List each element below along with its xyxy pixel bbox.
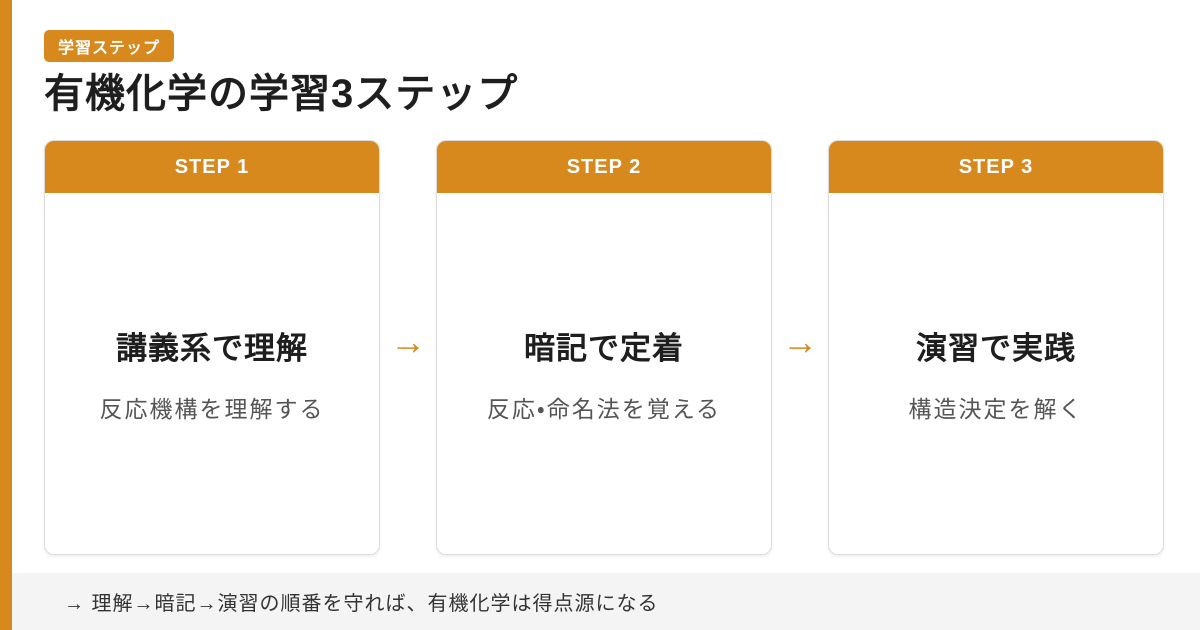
arrow-box: → (380, 140, 436, 555)
page-title: 有機化学の学習3ステップ (44, 72, 519, 116)
step-card-2: STEP 2 暗記で定着 反応・命名法を覚える (436, 140, 772, 555)
step-subtitle: 反応機構を理解する (99, 396, 325, 422)
category-badge: 学習ステップ (44, 30, 175, 62)
step-subtitle: 構造決定を解く (908, 396, 1084, 422)
step-card-2-body: 暗記で定着 反応・命名法を覚える (437, 193, 771, 554)
step-card-3-body: 演習で実践 構造決定を解く (829, 193, 1163, 554)
step-card-3-header: STEP 3 (829, 141, 1163, 193)
arrow-box: → (772, 140, 828, 555)
arrow-right-icon: → (390, 320, 426, 362)
summary-text: → 理解→暗記→演習の順番を守れば、有機化学は得点源になる (64, 593, 659, 615)
step-title: 演習で実践 (916, 331, 1076, 366)
step-card-1-header: STEP 1 (45, 141, 379, 193)
step-title: 講義系で理解 (116, 331, 308, 366)
step-card-3: STEP 3 演習で実践 構造決定を解く (828, 140, 1164, 555)
step-title: 暗記で定着 (524, 331, 684, 366)
left-accent-bar (0, 0, 12, 630)
step-card-1-body: 講義系で理解 反応機構を理解する (45, 193, 379, 554)
step-subtitle: 反応・命名法を覚える (486, 396, 722, 422)
arrow-right-icon: → (782, 320, 818, 362)
step-card-2-header: STEP 2 (437, 141, 771, 193)
summary-bar: → 理解→暗記→演習の順番を守れば、有機化学は得点源になる (12, 573, 1200, 630)
step-card-1: STEP 1 講義系で理解 反応機構を理解する (44, 140, 380, 555)
steps-row: STEP 1 講義系で理解 反応機構を理解する → STEP 2 暗記で定着 反… (44, 140, 1164, 555)
